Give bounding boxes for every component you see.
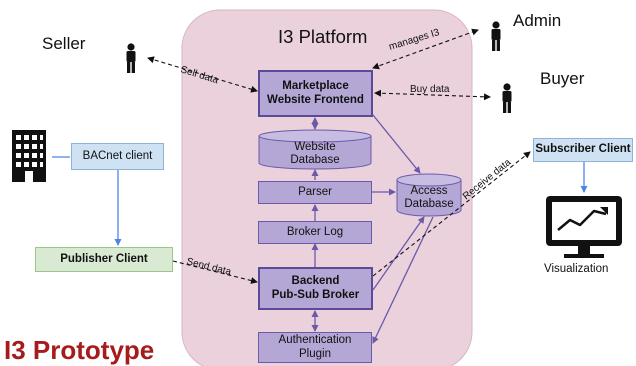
- website-database-label: Website Database: [290, 140, 340, 166]
- footer-title: I3 Prototype: [4, 335, 155, 365]
- bacnet-client-box: BACnet client: [71, 143, 164, 170]
- access-database-label-wrap: Access Database: [397, 184, 461, 212]
- subscriber-client-label: Subscriber Client: [535, 143, 631, 156]
- authentication-plugin-box: Authentication Plugin: [258, 332, 372, 363]
- admin-person-icon: [491, 21, 501, 51]
- arrow-backend-subscriber: [372, 151, 531, 277]
- arrow-backend-accessdb: [372, 216, 425, 291]
- arrow-marketplace-buyer: [374, 89, 491, 101]
- arrow-auth-accessdb: [372, 216, 434, 344]
- arrow-seller-marketplace: [147, 56, 258, 93]
- backend-broker-label: Backend Pub-Sub Broker: [271, 275, 360, 301]
- website-database-label-wrap: Website Database: [259, 141, 371, 167]
- broker-log-box: Broker Log: [258, 221, 372, 244]
- subscriber-client-box: Subscriber Client: [533, 138, 633, 162]
- platform-title: I3 Platform: [278, 26, 368, 47]
- publisher-client-label: Publisher Client: [60, 252, 148, 265]
- arrow-marketplace-accessdb: [372, 114, 421, 174]
- backend-broker-box: Backend Pub-Sub Broker: [258, 267, 373, 310]
- buyer-label: Buyer: [540, 69, 585, 88]
- marketplace-frontend-label: Marketplace Website Frontend: [267, 80, 364, 106]
- parser-label: Parser: [298, 185, 332, 198]
- monitor-chart-icon: [546, 196, 622, 258]
- access-database-label: Access Database: [404, 184, 454, 210]
- broker-log-label: Broker Log: [286, 225, 344, 238]
- marketplace-frontend-box: Marketplace Website Frontend: [258, 70, 373, 117]
- buyer-person-icon: [502, 83, 512, 113]
- publisher-client-box: Publisher Client: [35, 247, 173, 272]
- bacnet-client-label: BACnet client: [82, 149, 153, 162]
- building-icon: [12, 130, 46, 182]
- access-database-cylinder: [396, 173, 462, 217]
- visualization-label: Visualization: [544, 263, 609, 275]
- parser-box: Parser: [258, 181, 372, 204]
- admin-label: Admin: [513, 11, 562, 30]
- seller-person-icon: [126, 43, 136, 73]
- website-database-cylinder: [258, 129, 372, 170]
- arrow-publisher-backend: [172, 260, 258, 284]
- authentication-plugin-label: Authentication Plugin: [278, 334, 352, 360]
- edge-label-buy: Buy data: [410, 84, 450, 95]
- arrow-marketplace-admin: [372, 28, 479, 70]
- seller-label: Seller: [42, 34, 86, 53]
